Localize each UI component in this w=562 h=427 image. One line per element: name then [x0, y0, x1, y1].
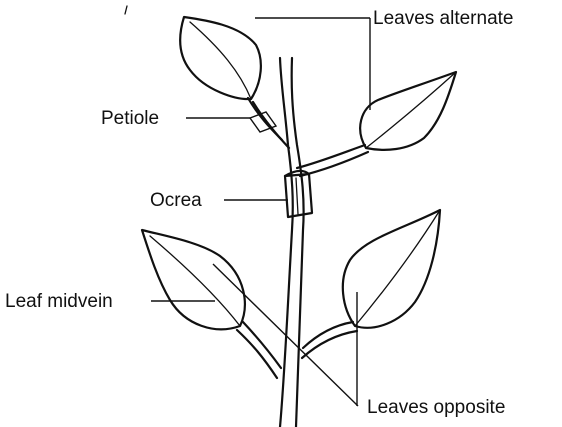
upper-right-leaf: [297, 72, 456, 176]
lower-right-leaf: [302, 210, 440, 358]
upper-left-leaf: [180, 17, 289, 148]
main-stem: [280, 58, 304, 427]
stray-mark: [125, 6, 127, 14]
lower-left-leaf: [142, 230, 281, 378]
label-leaves-opposite: Leaves opposite: [367, 397, 505, 418]
label-petiole: Petiole: [101, 108, 159, 129]
leader-opposite-left: [213, 264, 358, 406]
label-ocrea: Ocrea: [150, 190, 202, 211]
label-leaves-alternate: Leaves alternate: [373, 8, 514, 29]
label-leaf-midvein: Leaf midvein: [5, 291, 113, 312]
ocrea-sheath: [285, 171, 312, 217]
